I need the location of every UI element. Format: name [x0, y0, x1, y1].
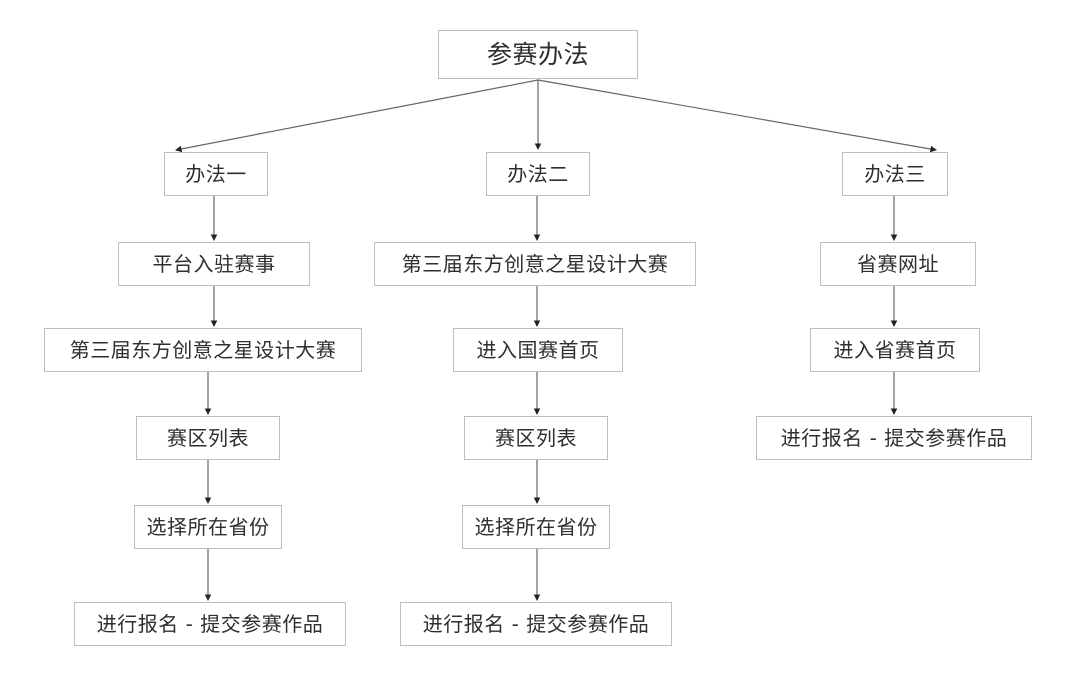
node-root[interactable]: 参赛办法 [438, 30, 638, 79]
node-col2-step-1[interactable]: 第三届东方创意之星设计大赛 [374, 242, 696, 286]
node-col2-step-3-label: 赛区列表 [495, 426, 577, 450]
node-method-1[interactable]: 办法一 [164, 152, 268, 196]
node-col2-step-1-label: 第三届东方创意之星设计大赛 [401, 252, 669, 276]
node-col1-step-3-label: 赛区列表 [167, 426, 249, 450]
node-method-2[interactable]: 办法二 [486, 152, 590, 196]
node-col3-step-2-label: 进入省赛首页 [833, 338, 957, 362]
node-col2-step-4-label: 选择所在省份 [474, 515, 598, 539]
node-col1-step-5[interactable]: 进行报名 - 提交参赛作品 [74, 602, 346, 646]
node-col3-step-3[interactable]: 进行报名 - 提交参赛作品 [756, 416, 1032, 460]
node-col2-step-2-label: 进入国赛首页 [476, 338, 600, 362]
node-col1-step-4[interactable]: 选择所在省份 [134, 505, 282, 549]
node-col3-step-1[interactable]: 省赛网址 [820, 242, 976, 286]
node-col2-step-5-label: 进行报名 - 提交参赛作品 [422, 612, 650, 636]
node-col1-step-1-label: 平台入驻赛事 [152, 252, 276, 276]
node-col2-step-4[interactable]: 选择所在省份 [462, 505, 610, 549]
node-col1-step-5-label: 进行报名 - 提交参赛作品 [96, 612, 324, 636]
node-col3-step-2[interactable]: 进入省赛首页 [810, 328, 980, 372]
node-root-label: 参赛办法 [486, 40, 589, 69]
node-col1-step-4-label: 选择所在省份 [146, 515, 270, 539]
node-method-2-label: 办法二 [507, 162, 569, 186]
edge-root-to-method1 [175, 79, 539, 153]
edge-root-to-method3 [537, 79, 937, 153]
node-col1-step-1[interactable]: 平台入驻赛事 [118, 242, 310, 286]
node-method-3-label: 办法三 [864, 162, 926, 186]
node-col1-step-3[interactable]: 赛区列表 [136, 416, 280, 460]
node-col2-step-3[interactable]: 赛区列表 [464, 416, 608, 460]
node-col3-step-1-label: 省赛网址 [857, 252, 939, 276]
node-col2-step-2[interactable]: 进入国赛首页 [453, 328, 623, 372]
node-method-1-label: 办法一 [185, 162, 247, 186]
node-col2-step-5[interactable]: 进行报名 - 提交参赛作品 [400, 602, 672, 646]
node-col3-step-3-label: 进行报名 - 提交参赛作品 [780, 426, 1008, 450]
node-method-3[interactable]: 办法三 [842, 152, 948, 196]
node-col1-step-2[interactable]: 第三届东方创意之星设计大赛 [44, 328, 362, 372]
node-col1-step-2-label: 第三届东方创意之星设计大赛 [69, 338, 337, 362]
